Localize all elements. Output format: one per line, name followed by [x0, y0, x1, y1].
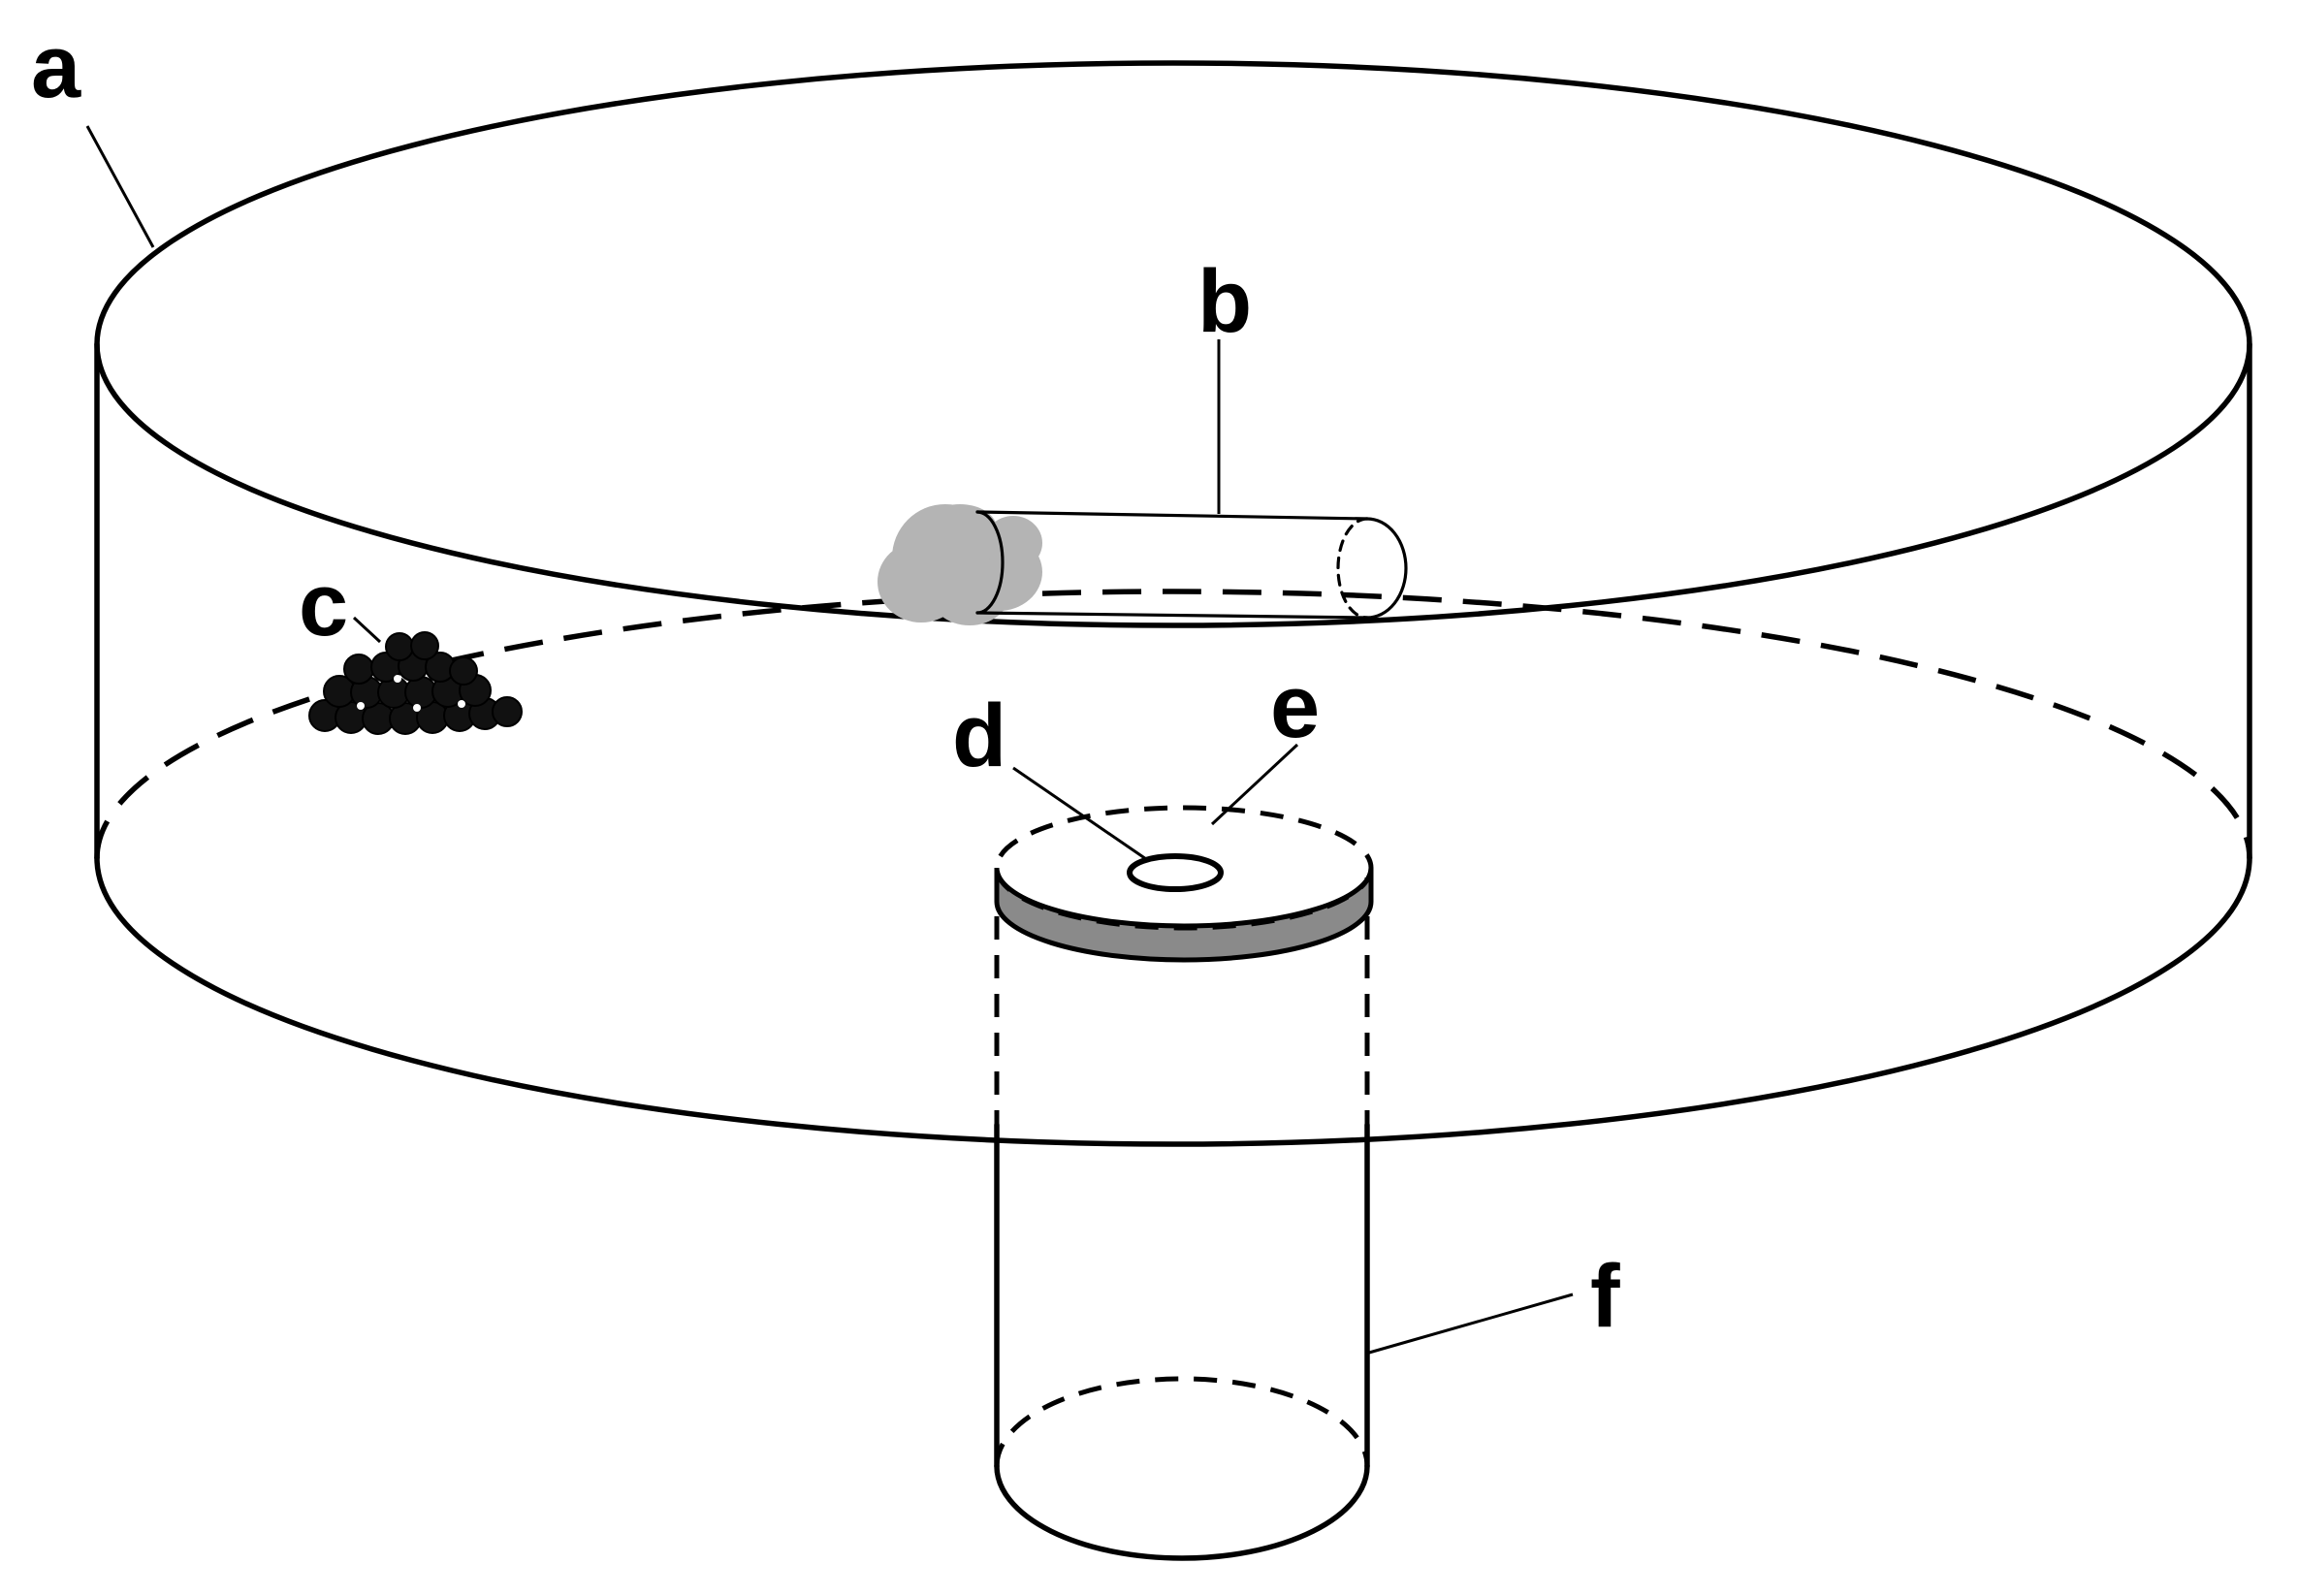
tube-left-end: [975, 510, 1005, 615]
arena-top-rim: [94, 60, 2252, 628]
leader-c: [352, 616, 382, 644]
label-d: d: [952, 686, 1006, 785]
label-a: a: [31, 17, 81, 116]
label-f: f: [1590, 1247, 1620, 1346]
tube-top-edge: [975, 510, 1369, 521]
platform-rim: [994, 867, 1374, 963]
leader-a: [85, 125, 155, 248]
tube-right-end-front: [1365, 517, 1408, 620]
platform-hole: [1127, 853, 1224, 892]
tube-plug: [878, 504, 1042, 625]
label-e: e: [1270, 657, 1320, 756]
tube: [878, 504, 1408, 625]
leader-d: [1012, 766, 1150, 863]
arena-bottom-front-edge: [94, 855, 2252, 1147]
tube-right-end-back: [1336, 517, 1369, 620]
tube-bottom-edge: [975, 611, 1369, 620]
leader-e: [1210, 743, 1299, 826]
central-column: [994, 805, 1374, 1561]
arena-cylinder: [94, 60, 2252, 1147]
food-pellets: [308, 631, 523, 735]
label-b: b: [1197, 252, 1252, 351]
label-c: c: [299, 556, 348, 654]
column-bottom-back-edge: [994, 1376, 1370, 1467]
platform-top-surface: [994, 805, 1374, 931]
column-bottom-front-edge: [994, 1463, 1370, 1561]
leader-f: [1368, 1293, 1574, 1355]
arena-bottom-back-edge: [94, 589, 2252, 859]
